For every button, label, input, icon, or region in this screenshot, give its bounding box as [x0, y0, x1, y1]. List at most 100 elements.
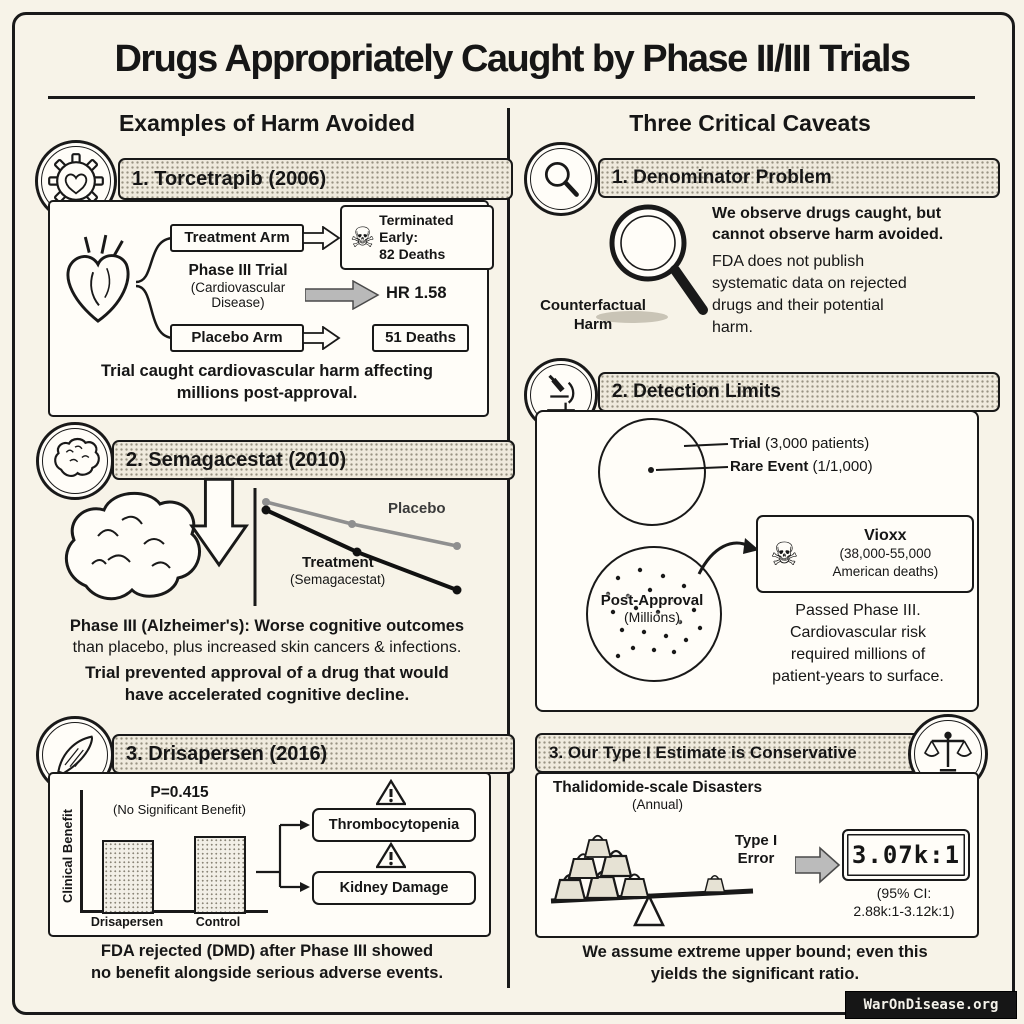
post-approval-sublabel: (Millions)	[624, 609, 680, 625]
warning-icon	[376, 779, 406, 807]
torcetrapib-caption: Trial caught cardiovascular harm affecti…	[101, 362, 433, 380]
semagacestat-header-strip: 2. Semagacestat (2010)	[112, 440, 515, 480]
semagacestat-caption: have accelerated cognitive decline.	[124, 685, 410, 704]
treatment-arm-box: Treatment Arm	[170, 224, 304, 252]
semagacestat-caption: Trial prevented approval of a drug that …	[85, 663, 449, 682]
result-arrow-icon	[795, 846, 841, 884]
semagacestat-finding-cont: than placebo, plus increased skin cancer…	[72, 639, 462, 656]
adverse-connector	[252, 800, 314, 910]
control-bar-label: Control	[195, 915, 241, 929]
y-axis-label: Clinical Benefit	[60, 809, 75, 903]
drisapersen-caption: no benefit alongside serious adverse eve…	[90, 964, 444, 982]
title-underline	[48, 96, 975, 99]
right-column-heading: Three Critical Caveats	[629, 110, 871, 136]
type1-header-strip: 3. Our Type I Estimate is Conservative	[535, 733, 935, 773]
denominator-body-text: harm.	[712, 319, 753, 336]
skull-icon: ☠	[350, 220, 376, 254]
detection-caption: Cardiovascular risk	[789, 624, 927, 641]
no-significance-label: (No Significant Benefit)	[113, 802, 246, 817]
label-pointer-lines	[640, 436, 730, 476]
column-divider	[507, 108, 510, 988]
drisapersen-header-strip: 3. Drisapersen (2016)	[112, 734, 515, 774]
site-badge: WarOnDisease.org	[845, 991, 1017, 1019]
treatment-arrow-icon	[303, 226, 341, 250]
rare-event-dot	[648, 467, 654, 473]
surface-arrow-icon	[693, 532, 763, 580]
torcetrapib-caption: millions post-approval.	[176, 384, 358, 402]
phase-sub-label: Disease)	[211, 295, 265, 310]
vioxx-deaths: American deaths)	[832, 564, 939, 579]
rare-event-label: Rare Event	[730, 458, 809, 475]
population-dots	[605, 567, 703, 659]
control-bar	[194, 836, 246, 914]
counterfactual-label: Harm	[573, 316, 613, 333]
magnifier-illustration-icon	[590, 195, 712, 327]
thrombocytopenia-box: Thrombocytopenia	[312, 808, 476, 842]
type1-caption: yields the significant ratio.	[650, 965, 860, 983]
type1-header-label: 3. Our Type I Estimate is Conservative	[549, 743, 857, 762]
drisapersen-caption: FDA rejected (DMD) after Phase III showe…	[100, 942, 434, 960]
semagacestat-finding: Phase III (Alzheimer's): Worse cognitive…	[69, 617, 465, 635]
kidney-damage-box: Kidney Damage	[312, 871, 476, 905]
seesaw-illustration	[545, 812, 760, 932]
thalidomide-label: Thalidomide-scale Disasters	[552, 779, 763, 796]
detection-caption: Passed Phase III.	[795, 602, 921, 619]
brain-illustration-icon	[52, 478, 212, 618]
page-title: Drugs Appropriately Caught by Phase II/I…	[114, 38, 911, 80]
terminated-line: Terminated	[379, 212, 454, 228]
p-value-label: P=0.415	[150, 784, 209, 801]
denominator-body-text: FDA does not publish	[712, 253, 865, 270]
bar-chart-y-axis	[80, 790, 83, 912]
type1-error-label: Type I	[734, 832, 778, 849]
detection-caption: patient-years to surface.	[772, 668, 944, 685]
outer-frame	[12, 12, 1015, 1015]
drisapersen-header-label: 3. Drisapersen (2016)	[126, 742, 328, 765]
denominator-body-text: drugs and their potential	[712, 297, 884, 314]
post-approval-circle	[586, 546, 722, 682]
rare-event-label-detail: (1/1,000)	[808, 458, 873, 475]
annual-label: (Annual)	[631, 797, 684, 812]
confidence-interval: 2.88k:1-3.12k:1)	[853, 903, 955, 919]
terminated-line: 82 Deaths	[379, 246, 446, 262]
counterfactual-label: Counterfactual	[540, 297, 646, 314]
terminated-box: ☠ Terminated Early: 82 Deaths	[340, 205, 494, 270]
drisapersen-bar-label: Drisapersen	[90, 915, 164, 929]
denominator-bold-text: We observe drugs caught, but	[712, 205, 942, 222]
left-column-heading: Examples of Harm Avoided	[118, 110, 416, 136]
denominator-header-label: 1. Denominator Problem	[612, 167, 832, 188]
vioxx-label: Vioxx	[864, 527, 907, 544]
treatment-series-label: Treatment	[302, 554, 374, 571]
denominator-body-text: systematic data on rejected	[712, 275, 907, 292]
placebo-series-label: Placebo	[388, 500, 446, 517]
detection-header-strip: 2. Detection Limits	[598, 372, 1000, 412]
heart-icon	[54, 230, 142, 330]
treatment-series-sublabel: (Semagacestat)	[290, 572, 386, 587]
torcetrapib-header-strip: 1. Torcetrapib (2006)	[118, 158, 513, 200]
magnifier-icon	[539, 157, 583, 201]
bar-chart-x-axis	[80, 910, 268, 913]
semagacestat-header-label: 2. Semagacestat (2010)	[126, 448, 347, 471]
hazard-ratio-label: HR 1.58	[386, 284, 447, 302]
detection-caption: required millions of	[790, 646, 926, 663]
ratio-display: 3.07k:1	[842, 829, 970, 881]
vioxx-deaths: (38,000-55,000	[839, 546, 932, 561]
magnifier-badge	[524, 142, 598, 216]
type1-error-label: Error	[737, 850, 775, 867]
vioxx-box: ☠ Vioxx (38,000-55,000 American deaths)	[756, 515, 974, 593]
post-approval-label: Post-Approval	[600, 592, 704, 609]
detection-header-label: 2. Detection Limits	[612, 381, 781, 402]
phase-sub-label: (Cardiovascular	[190, 280, 286, 295]
warning-icon	[376, 842, 406, 870]
hr-arrow-icon	[305, 280, 380, 310]
confidence-interval: (95% CI:	[876, 885, 932, 901]
terminated-line: Early:	[379, 229, 419, 245]
type1-caption: We assume extreme upper bound; even this	[582, 943, 928, 961]
denominator-header-strip: 1. Denominator Problem	[598, 158, 1000, 198]
denominator-bold-text: cannot observe harm avoided.	[712, 226, 944, 243]
torcetrapib-header-label: 1. Torcetrapib (2006)	[132, 167, 327, 190]
phase-trial-label: Phase III Trial	[188, 262, 288, 279]
decline-arrow-icon	[186, 476, 254, 571]
placebo-arm-box: Placebo Arm	[170, 324, 304, 352]
fork-connector	[132, 220, 177, 355]
